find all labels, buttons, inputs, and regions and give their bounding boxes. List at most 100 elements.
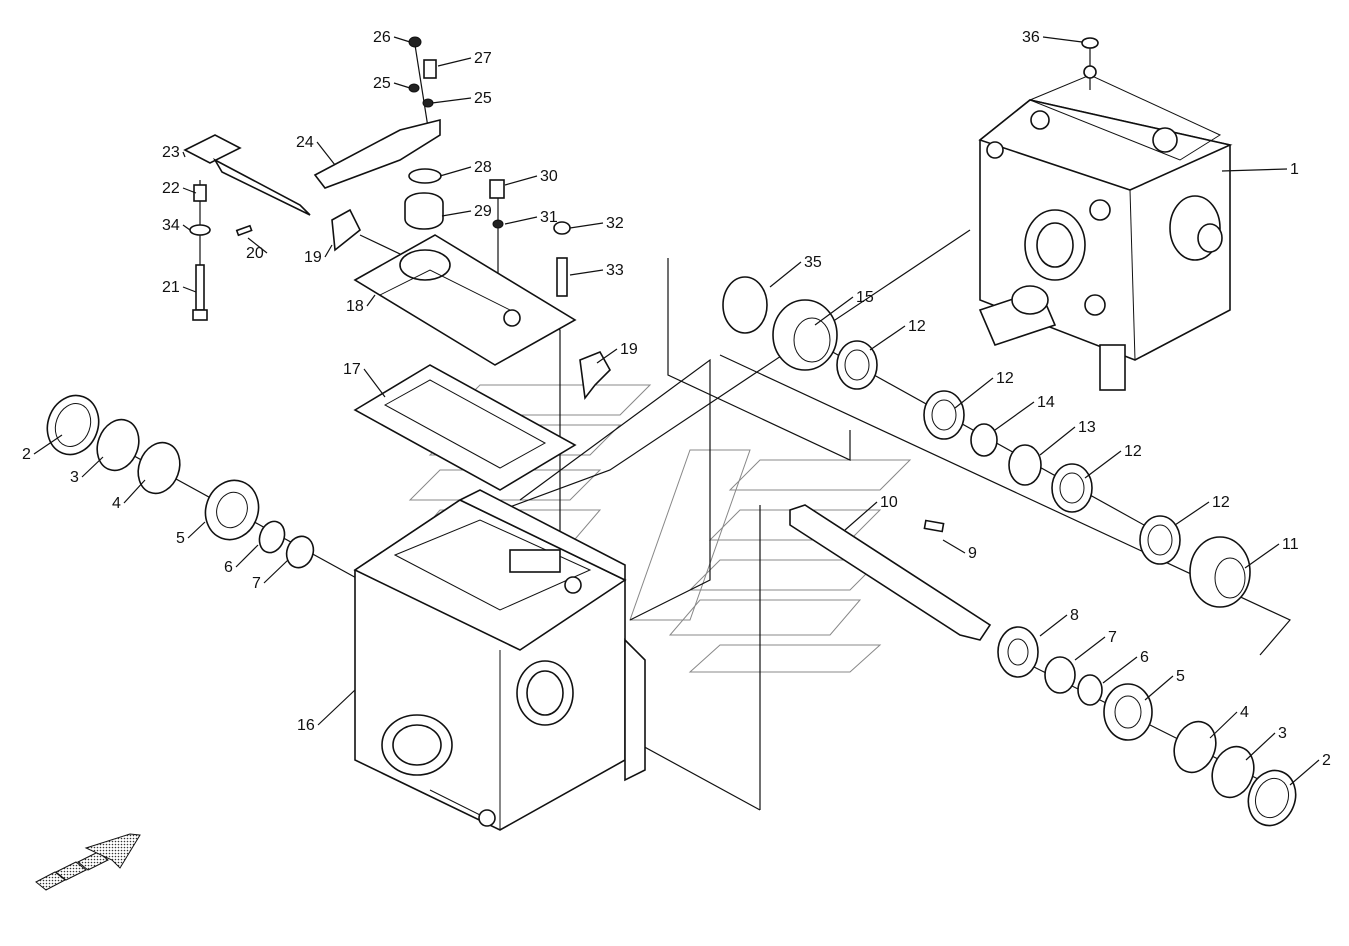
part-label-l5b: 5	[1176, 668, 1185, 685]
leader-line-l14	[994, 401, 1035, 431]
part-label-l29: 29	[474, 203, 492, 220]
part-label-l28: 28	[474, 159, 492, 176]
part-label-l14: 14	[1037, 394, 1055, 411]
part-label-l7b: 7	[1108, 629, 1117, 646]
part-label-l27: 27	[474, 50, 492, 67]
part-label-l23: 23	[162, 144, 180, 161]
part-label-l6b: 6	[1140, 649, 1149, 666]
part-label-l26: 26	[373, 29, 391, 46]
leader-line-l3a	[81, 456, 104, 478]
part-label-l25a: 25	[373, 75, 391, 92]
part-label-l8: 8	[1070, 607, 1079, 624]
leader-line-l3b	[1245, 732, 1276, 761]
leader-line-l16	[317, 689, 356, 726]
part-label-l17: 17	[343, 361, 361, 378]
leader-line-l25b	[431, 97, 472, 104]
leader-line-l12a	[869, 325, 906, 351]
leader-line-l28	[439, 166, 472, 177]
leader-line-l19a	[324, 244, 333, 258]
part-label-l4a: 4	[112, 495, 121, 512]
part-label-l2b: 2	[1322, 752, 1331, 769]
part-label-l9: 9	[968, 545, 977, 562]
leader-line-l6a	[235, 544, 259, 568]
leader-line-l10	[844, 501, 878, 531]
leader-line-l31	[504, 216, 538, 225]
leader-line-l34	[182, 224, 191, 231]
part-label-l18: 18	[346, 298, 364, 315]
cover-plate-18	[353, 234, 577, 366]
output-shaft-10	[789, 504, 1297, 827]
leader-line-l1	[1221, 168, 1288, 172]
leader-line-l35	[769, 261, 802, 288]
part-label-l4b: 4	[1240, 704, 1249, 721]
leader-line-l7a	[263, 559, 289, 584]
leader-line-l17	[363, 368, 386, 398]
part-label-l19b: 19	[620, 341, 638, 358]
part-label-l34: 34	[162, 217, 180, 234]
leader-line-l21	[182, 286, 197, 293]
lever-24	[313, 118, 441, 189]
upper-gear-train	[722, 276, 1251, 608]
part-label-l1: 1	[1290, 161, 1299, 178]
leader-line-l11	[1244, 543, 1280, 569]
leader-line-l4b	[1209, 711, 1238, 739]
leader-line-l29	[441, 210, 472, 217]
part-label-l3a: 3	[70, 469, 79, 486]
part-label-l24: 24	[296, 134, 314, 151]
housing-16	[353, 489, 646, 831]
leader-line-l15	[814, 296, 854, 326]
leader-line-l24	[316, 141, 336, 166]
leader-line-l8	[1039, 614, 1068, 637]
shift-rod-23	[183, 134, 311, 216]
leader-line-l2a	[33, 434, 63, 455]
leader-line-l7b	[1074, 636, 1106, 661]
part-label-l30: 30	[540, 168, 558, 185]
part-label-l6a: 6	[224, 559, 233, 576]
leader-line-l32	[569, 222, 604, 229]
leader-line-l36	[1042, 36, 1083, 43]
part-label-l12a: 12	[908, 318, 926, 335]
part-label-l3b: 3	[1278, 725, 1287, 742]
part-label-l11: 11	[1282, 536, 1299, 553]
leader-line-l6b	[1102, 656, 1138, 684]
leader-line-l13	[1039, 426, 1076, 456]
part-number-labels: 1234567910111212121213141516171819192021…	[22, 29, 1331, 769]
part-label-l31: 31	[540, 209, 558, 226]
leader-line-l12d	[1174, 501, 1210, 526]
leader-line-l25a	[393, 82, 411, 89]
part-label-l13: 13	[1078, 419, 1096, 436]
part-label-l12d: 12	[1212, 494, 1230, 511]
leader-line-l27	[437, 57, 472, 67]
part-label-l12b: 12	[996, 370, 1014, 387]
leader-line-l30	[504, 175, 538, 186]
gearbox-1	[978, 65, 1233, 391]
part-label-l25b: 25	[474, 90, 492, 107]
part-label-l2a: 2	[22, 446, 31, 463]
part-label-l15: 15	[856, 289, 874, 306]
leader-line-l12b	[954, 377, 994, 409]
leader-line-l5a	[187, 521, 206, 539]
leader-line-l5b	[1144, 675, 1174, 701]
leader-line-l9	[942, 539, 966, 554]
direction-arrow-icon	[35, 833, 141, 891]
part-label-l7a: 7	[252, 575, 261, 592]
part-label-l5a: 5	[176, 530, 185, 547]
part-label-l19a: 19	[304, 249, 322, 266]
part-label-l32: 32	[606, 215, 624, 232]
part-label-l12c: 12	[1124, 443, 1142, 460]
part-label-l35: 35	[804, 254, 822, 271]
leader-line-l23	[182, 151, 186, 158]
left-bearing-stack	[46, 394, 315, 569]
part-label-l36: 36	[1022, 29, 1040, 46]
gasket-17	[353, 364, 577, 491]
leader-line-l20	[247, 237, 268, 254]
part-label-l10: 10	[880, 494, 898, 511]
leader-line-l12c	[1084, 450, 1122, 479]
leader-line-l26	[393, 36, 411, 43]
background-watermark	[408, 384, 912, 673]
part-label-l20: 20	[246, 245, 264, 262]
leader-lines	[33, 36, 1320, 786]
leader-line-l4a	[123, 479, 146, 504]
